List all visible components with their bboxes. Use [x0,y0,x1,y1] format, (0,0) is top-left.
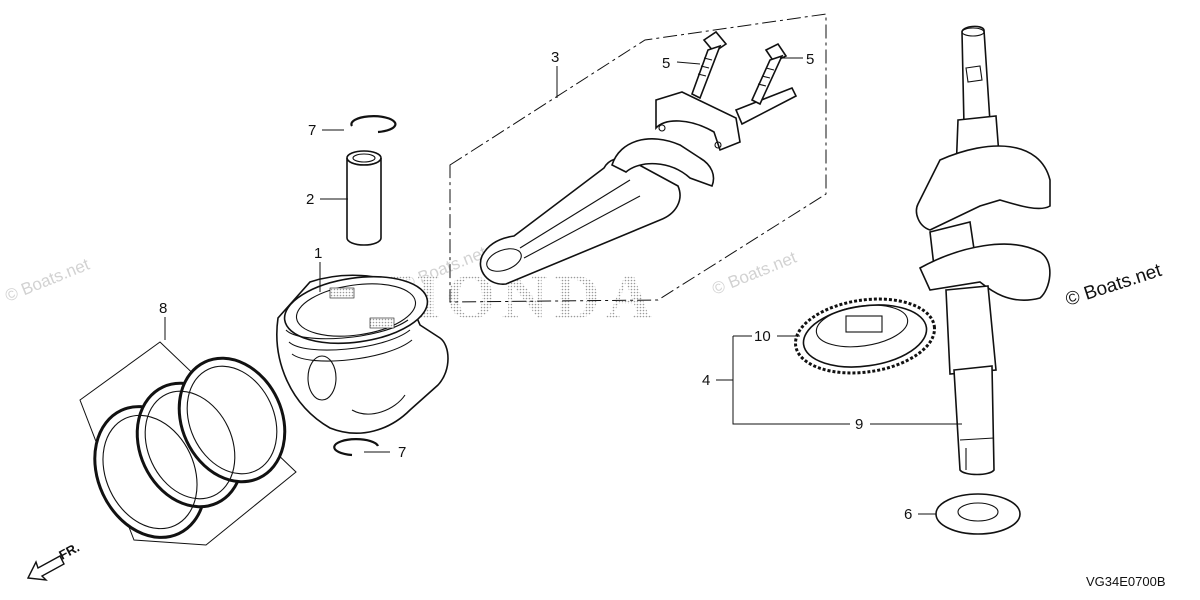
callout-rod-bolt-right: 5 [806,51,814,68]
rod-bolt-left[interactable] [691,30,728,100]
callout-piston-pin: 2 [306,191,314,208]
callout-timing-gear: 10 [754,328,771,345]
drawing-code: VG34E0700B [1086,574,1166,589]
rod-bolt-right[interactable] [750,42,788,106]
crankshaft[interactable] [915,25,1051,476]
watermark-text: © Boats.net [1063,260,1165,311]
piston-pin[interactable] [346,150,382,246]
pin-clip-bottom[interactable] [333,438,380,457]
callout-washer: 6 [904,506,912,523]
callout-pin-clip-top: 7 [308,122,316,139]
watermark-text: © Boats.net [2,255,92,306]
callout-rod-bolt-left: 5 [662,55,670,72]
front-direction-marker: FR. [26,540,82,581]
connecting-rod[interactable] [479,86,798,285]
callout-crankshaft-assembly: 4 [702,372,710,389]
arrow-icon [26,555,65,581]
connecting-rod-group-outline [449,13,827,303]
callout-pin-clip-bottom: 7 [398,444,406,461]
watermark-text: © Boats.net [709,248,799,299]
piston[interactable] [276,268,449,434]
callout-crankshaft: 9 [855,416,863,433]
callout-piston-ring-set: 8 [159,300,167,317]
piston-ring-set[interactable] [74,341,304,556]
timing-gear[interactable] [791,291,940,382]
callout-connecting-rod: 3 [551,49,559,66]
pin-clip-top[interactable] [350,115,397,134]
callout-piston: 1 [314,245,322,262]
washer[interactable] [935,493,1021,535]
